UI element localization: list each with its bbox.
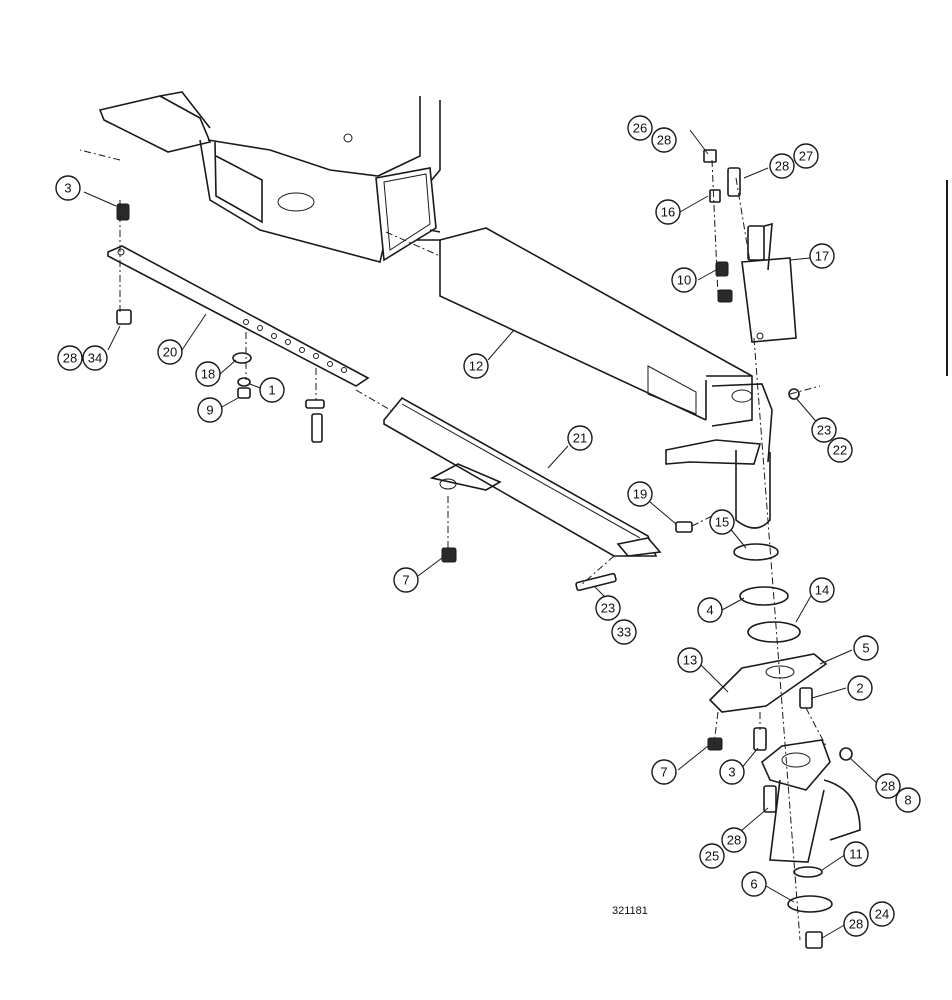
svg-text:24: 24 [875, 907, 889, 922]
callout-7: 7 [651, 759, 677, 785]
svg-text:28: 28 [63, 351, 77, 366]
svg-text:19: 19 [633, 487, 647, 502]
callout-9: 9 [197, 397, 223, 423]
svg-text:2: 2 [856, 681, 863, 696]
svg-text:5: 5 [862, 641, 869, 656]
callout-16: 16 [655, 199, 681, 225]
callout-6: 6 [741, 871, 767, 897]
svg-text:25: 25 [705, 849, 719, 864]
svg-text:16: 16 [661, 205, 675, 220]
svg-text:4: 4 [706, 603, 713, 618]
svg-text:28: 28 [775, 159, 789, 174]
svg-text:21: 21 [573, 431, 587, 446]
callout-8: 8 [895, 787, 921, 813]
callout-17: 17 [809, 243, 835, 269]
svg-text:7: 7 [402, 573, 409, 588]
callout-27: 27 [793, 143, 819, 169]
callout-21: 21 [567, 425, 593, 451]
svg-text:28: 28 [657, 133, 671, 148]
svg-text:12: 12 [469, 359, 483, 374]
svg-text:34: 34 [88, 351, 102, 366]
callout-7: 7 [393, 567, 419, 593]
callout-5: 5 [853, 635, 879, 661]
callout-33: 33 [611, 619, 637, 645]
callout-11: 11 [843, 841, 869, 867]
callout-13: 13 [677, 647, 703, 673]
svg-text:6: 6 [750, 877, 757, 892]
callout-14: 14 [809, 577, 835, 603]
callout-10: 10 [671, 267, 697, 293]
svg-text:11: 11 [849, 847, 863, 862]
assembly-lines [79, 149, 827, 941]
callout-20: 20 [157, 339, 183, 365]
callout-28: 28 [57, 345, 83, 371]
svg-text:1: 1 [268, 383, 275, 398]
svg-text:10: 10 [677, 273, 691, 288]
channel-21 [383, 396, 662, 557]
callout-2: 2 [847, 675, 873, 701]
svg-text:18: 18 [201, 367, 215, 382]
callout-3: 3 [55, 175, 81, 201]
callout-4: 4 [697, 597, 723, 623]
bar-20 [107, 245, 370, 387]
svg-text:14: 14 [815, 583, 829, 598]
svg-text:17: 17 [815, 249, 829, 264]
callout-28: 28 [843, 911, 869, 937]
svg-text:3: 3 [64, 181, 71, 196]
svg-text:23: 23 [817, 423, 831, 438]
callout-12: 12 [463, 353, 489, 379]
svg-text:23: 23 [601, 601, 615, 616]
callout-28: 28 [875, 773, 901, 799]
callout-26: 26 [627, 115, 653, 141]
main-tube [439, 227, 773, 529]
svg-text:28: 28 [849, 917, 863, 932]
callout-3: 3 [719, 759, 745, 785]
svg-text:22: 22 [833, 443, 847, 458]
callout-19: 19 [627, 481, 653, 507]
svg-text:9: 9 [206, 403, 213, 418]
callout-34: 34 [82, 345, 108, 371]
svg-text:28: 28 [881, 779, 895, 794]
callout-28: 28 [769, 153, 795, 179]
svg-text:13: 13 [683, 653, 697, 668]
callout-22: 22 [827, 437, 853, 463]
svg-text:28: 28 [727, 833, 741, 848]
callout-18: 18 [195, 361, 221, 387]
hub-assembly [708, 543, 861, 913]
chassis-frame [98, 91, 441, 263]
svg-text:15: 15 [715, 515, 729, 530]
svg-text:7: 7 [660, 765, 667, 780]
svg-text:26: 26 [633, 121, 647, 136]
svg-text:3: 3 [728, 765, 735, 780]
svg-text:33: 33 [617, 625, 631, 640]
callout-15: 15 [709, 509, 735, 535]
callout-1: 1 [259, 377, 285, 403]
leader-lines [83, 129, 881, 939]
drawing-number: 321181 [612, 905, 648, 917]
callout-23: 23 [595, 595, 621, 621]
callout-25: 25 [699, 843, 725, 869]
callout-28: 28 [721, 827, 747, 853]
svg-text:27: 27 [799, 149, 813, 164]
svg-text:8: 8 [904, 793, 911, 808]
callout-24: 24 [869, 901, 895, 927]
callout-28: 28 [651, 127, 677, 153]
svg-text:20: 20 [163, 345, 177, 360]
callout-23: 23 [811, 417, 837, 443]
